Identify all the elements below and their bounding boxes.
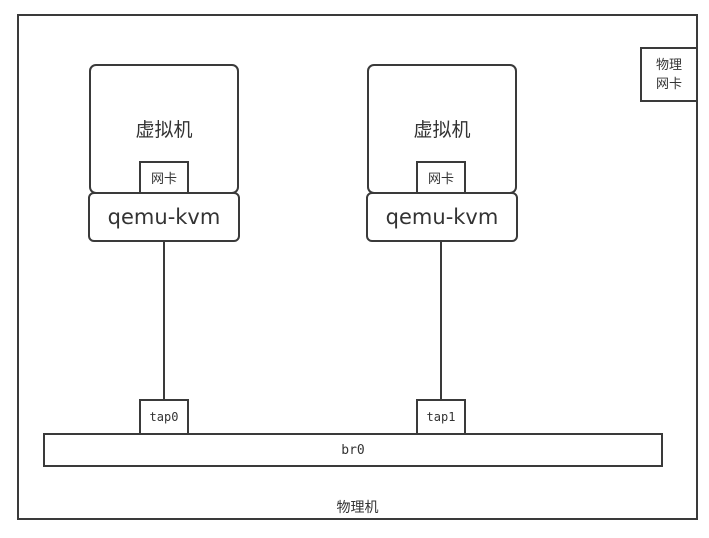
bridge-br0-box: br0: [43, 433, 663, 467]
vm1-tap0-connection-line: [163, 240, 165, 401]
vm1-hypervisor-box: qemu-kvm: [88, 192, 240, 242]
vm1-label: 虚拟机: [135, 119, 193, 141]
vm2-tap1-connection-line: [440, 240, 442, 401]
physical-nic-box: 物理网卡: [640, 47, 698, 102]
tap0-label: tap0: [149, 410, 179, 424]
vm2-nic-label: 网卡: [427, 171, 454, 186]
tap1-label: tap1: [426, 410, 456, 424]
physical-nic-label: 物理网卡: [655, 56, 682, 91]
vm1-hypervisor-label: qemu-kvm: [107, 205, 221, 229]
vm1-nic-box: 网卡: [139, 161, 189, 194]
vm2-hypervisor-label: qemu-kvm: [385, 205, 499, 229]
vm2-nic-box: 网卡: [416, 161, 466, 194]
physical-host-label: 物理机: [336, 499, 379, 515]
bridge-br0-label: br0: [341, 442, 365, 458]
vm2-label: 虚拟机: [413, 119, 471, 141]
vm2-hypervisor-box: qemu-kvm: [366, 192, 518, 242]
vm1-nic-label: 网卡: [150, 171, 177, 186]
tap1-box: tap1: [416, 399, 466, 435]
tap0-box: tap0: [139, 399, 189, 435]
